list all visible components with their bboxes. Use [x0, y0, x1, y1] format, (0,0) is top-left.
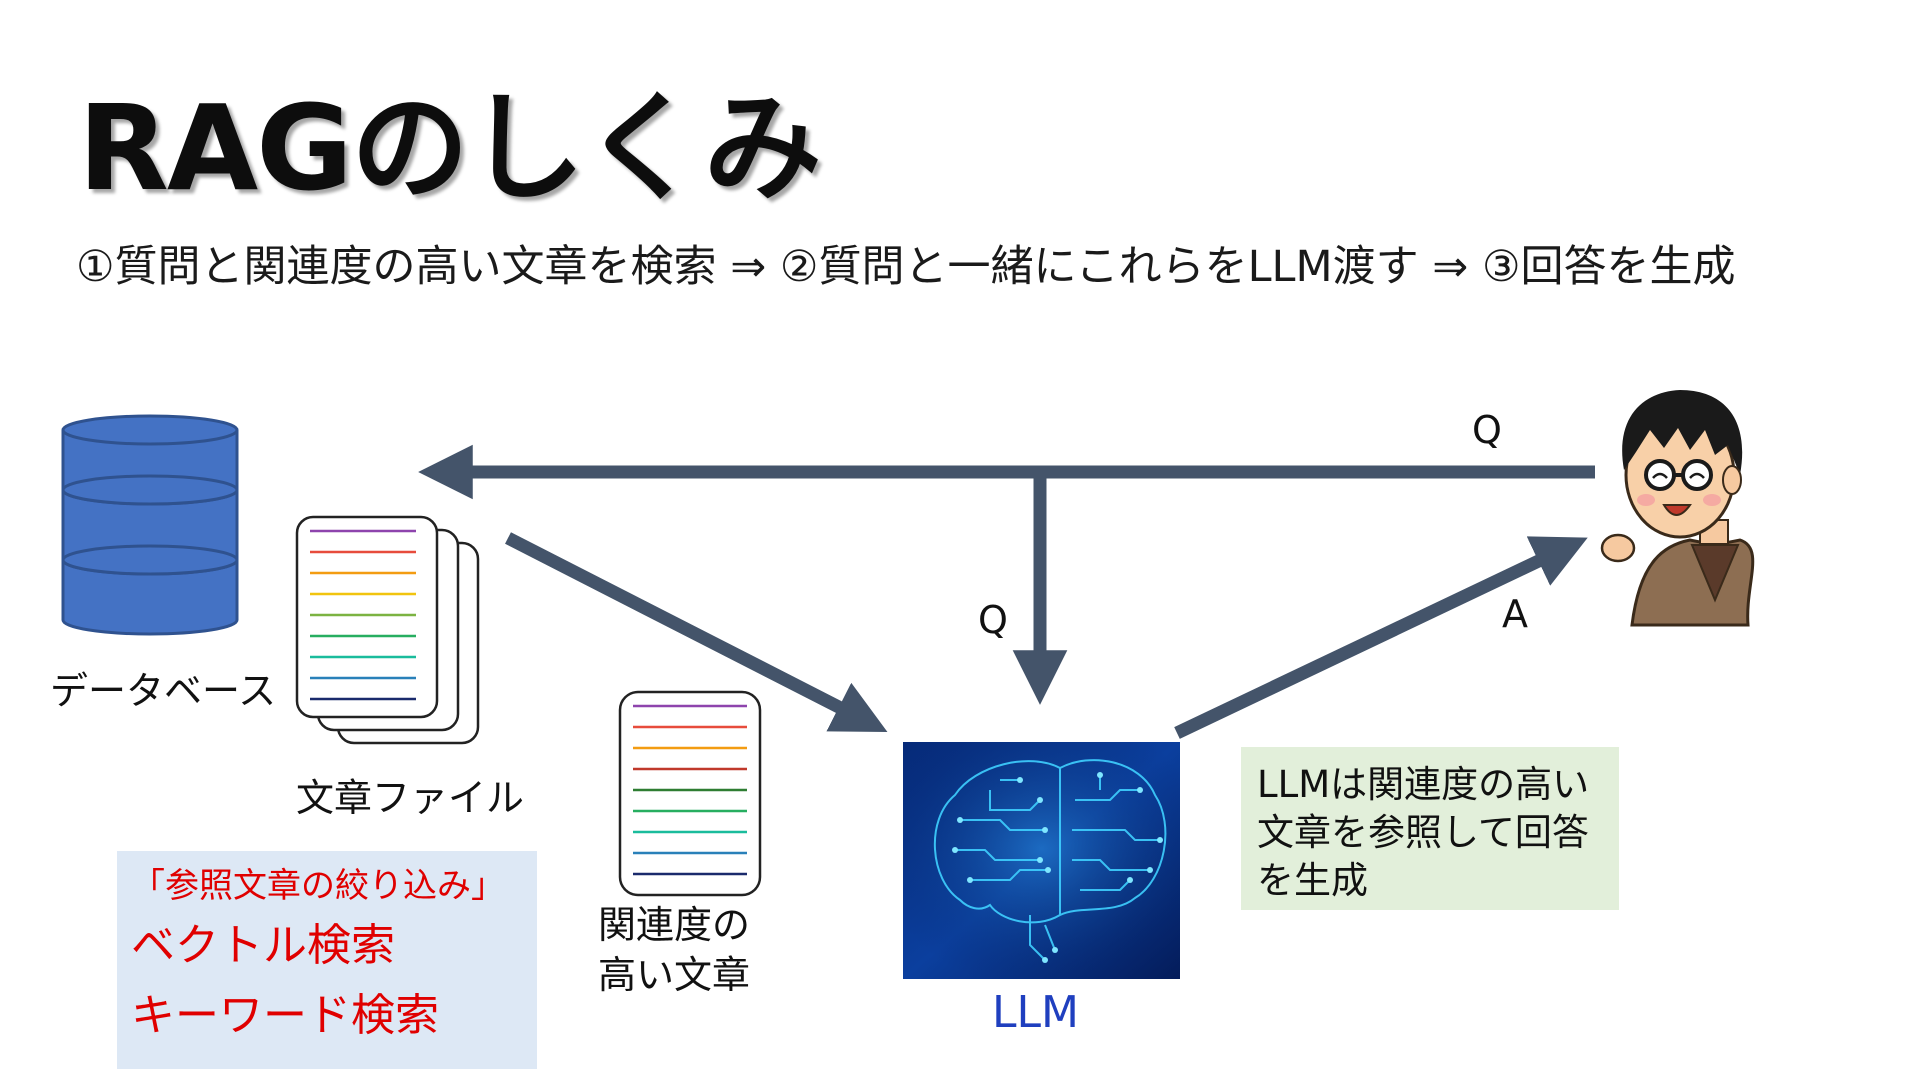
relevant-document-icon	[618, 690, 762, 897]
arrow-answer-to-user	[1174, 536, 1588, 739]
arrow-label-question-top: Q	[1472, 408, 1502, 452]
arrows	[418, 444, 1595, 739]
document-stack-icon	[295, 515, 480, 745]
arrow-label-question-down: Q	[978, 598, 1008, 642]
search-method-vector: ベクトル検索	[131, 920, 395, 971]
circuit-brain-icon	[903, 742, 1180, 979]
database-label: データベース	[50, 669, 277, 713]
search-method-keyword: キーワード検索	[131, 990, 439, 1041]
relevant-documents-label-line2: 高い文章	[598, 953, 751, 997]
relevant-documents-label: 関連度の 高い文章	[598, 900, 750, 1000]
llm-label: LLM	[992, 987, 1079, 1038]
search-methods-heading: 「参照文章の絞り込み」	[131, 866, 505, 906]
document-files-label: 文章ファイル	[296, 776, 525, 820]
search-methods-box: 「参照文章の絞り込み」 ベクトル検索 キーワード検索	[117, 851, 537, 1069]
process-summary: ①質問と関連度の高い文章を検索 ⇒ ②質問と一緒にこれらをLLM渡す ⇒ ③回答…	[76, 242, 1736, 292]
database-icon	[61, 414, 239, 636]
user-avatar-icon	[1600, 390, 1755, 627]
arrow-documents-to-llm	[505, 532, 888, 732]
arrow-label-answer: A	[1502, 592, 1528, 636]
page-title: RAGのしくみ	[78, 79, 822, 217]
llm-note: LLMは関連度の高い 文章を参照して回答 を生成	[1241, 747, 1619, 910]
relevant-documents-label-line1: 関連度の	[598, 903, 751, 947]
